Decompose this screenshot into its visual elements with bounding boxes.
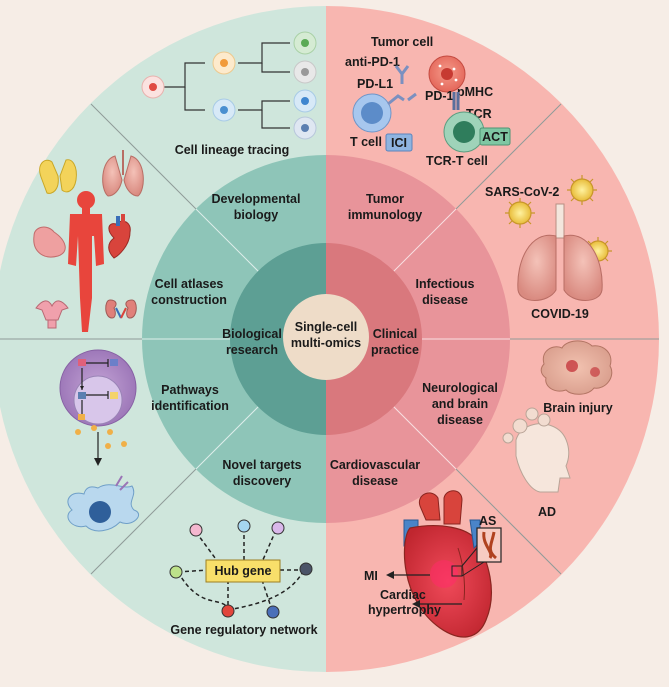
- biological-research-line1: Biological: [222, 327, 282, 341]
- tumor-cell-icon: [428, 55, 466, 93]
- act-badge: [479, 127, 511, 146]
- ad-head-icon: [502, 407, 571, 493]
- grn-label: Gene regulatory network: [170, 623, 317, 637]
- tcr-mhc-icon: [452, 92, 460, 110]
- tcr-t-cell-label: TCR-T cell: [426, 154, 488, 168]
- liver-and-lung-icons: [39, 150, 144, 197]
- heart-icon: [403, 490, 492, 638]
- center-circle: [283, 294, 369, 380]
- tumor-immunology-line1: Tumor: [366, 192, 404, 206]
- as-label: AS: [479, 514, 496, 528]
- cardiovascular-line2: disease: [352, 474, 398, 488]
- cardiac-hypertrophy-line1: Cardiac: [380, 588, 426, 602]
- brain-icon: [540, 340, 613, 395]
- neurological-line3: disease: [437, 413, 483, 427]
- human-body-icon: [68, 191, 104, 332]
- infectious-disease-line2: disease: [422, 293, 468, 307]
- pathway-cell-icon: [59, 349, 137, 466]
- clinical-practice-line2: practice: [371, 343, 419, 357]
- cardiac-hypertrophy-line2: hypertrophy: [368, 603, 441, 617]
- t-cell-label: T cell: [350, 135, 382, 149]
- t-cell-icon: [352, 92, 417, 133]
- pmhc-label: pMHC: [457, 85, 493, 99]
- tumor-cell-label: Tumor cell: [371, 35, 433, 49]
- heart-organ-icon: [108, 214, 131, 259]
- infectious-disease-line1: Infectious: [415, 277, 474, 291]
- developmental-biology-line1: Developmental: [212, 192, 301, 206]
- neurological-line2: and brain: [432, 397, 488, 411]
- ad-label: AD: [538, 505, 556, 519]
- cell-lineage-label: Cell lineage tracing: [175, 143, 290, 157]
- act-label: ACT: [482, 130, 508, 144]
- grn-nodes: [169, 519, 313, 619]
- tumor-immunology-line2: immunology: [348, 208, 422, 222]
- stomach-icon: [33, 226, 66, 258]
- hub-gene-label: Hub gene: [215, 564, 272, 578]
- dendritic-cell-icon: [67, 475, 140, 532]
- as-callout-line: [461, 547, 478, 567]
- novel-targets-line1: Novel targets: [222, 458, 301, 472]
- neurological-line1: Neurological: [422, 381, 498, 395]
- uterus-icon: [35, 300, 69, 329]
- anti-pd1-label: anti-PD-1: [345, 55, 400, 69]
- lineage-cell-icons: [141, 31, 317, 140]
- center-label-line2: multi-omics: [291, 336, 361, 350]
- inner-ring-right: [326, 243, 422, 435]
- cardiovascular-line1: Cardiovascular: [330, 458, 420, 472]
- novel-targets-line2: discovery: [233, 474, 291, 488]
- mi-label: MI: [364, 569, 378, 583]
- brain-injury-label: Brain injury: [543, 401, 613, 415]
- pdl1-label: PD-L1: [357, 77, 393, 91]
- cell-atlases-line1: Cell atlases: [155, 277, 224, 291]
- developmental-biology-line2: biology: [234, 208, 278, 222]
- hub-gene-box: [205, 559, 281, 583]
- as-source-box: [451, 565, 463, 577]
- tcr-t-cell-icon: [443, 111, 485, 153]
- pathways-line2: identification: [151, 399, 229, 413]
- as-callout-line-2: [461, 561, 485, 577]
- covid-19-label: COVID-19: [531, 307, 589, 321]
- clinical-practice-line1: Clinical: [373, 327, 417, 341]
- mi-arrow: [386, 571, 430, 579]
- center-label-line1: Single-cell: [295, 320, 358, 334]
- lineage-tree: [163, 42, 290, 129]
- lungs-icon: [517, 203, 603, 301]
- sars-cov-2-label: SARS-CoV-2: [485, 185, 559, 199]
- inner-ring-left: [230, 243, 326, 435]
- grn-edges: [177, 528, 305, 611]
- as-inset-box: [476, 527, 502, 563]
- pd1-label: PD-1: [425, 89, 454, 103]
- cardiac-arrow: [412, 600, 462, 608]
- ici-badge: [385, 133, 413, 152]
- pathways-line1: Pathways: [161, 383, 219, 397]
- as-plaque-icon: [482, 531, 498, 560]
- cell-atlases-line2: construction: [151, 293, 227, 307]
- ici-label: ICI: [391, 136, 407, 150]
- antibody-icon: [394, 65, 410, 84]
- kidney-icon: [105, 299, 137, 319]
- biological-research-line2: research: [226, 343, 278, 357]
